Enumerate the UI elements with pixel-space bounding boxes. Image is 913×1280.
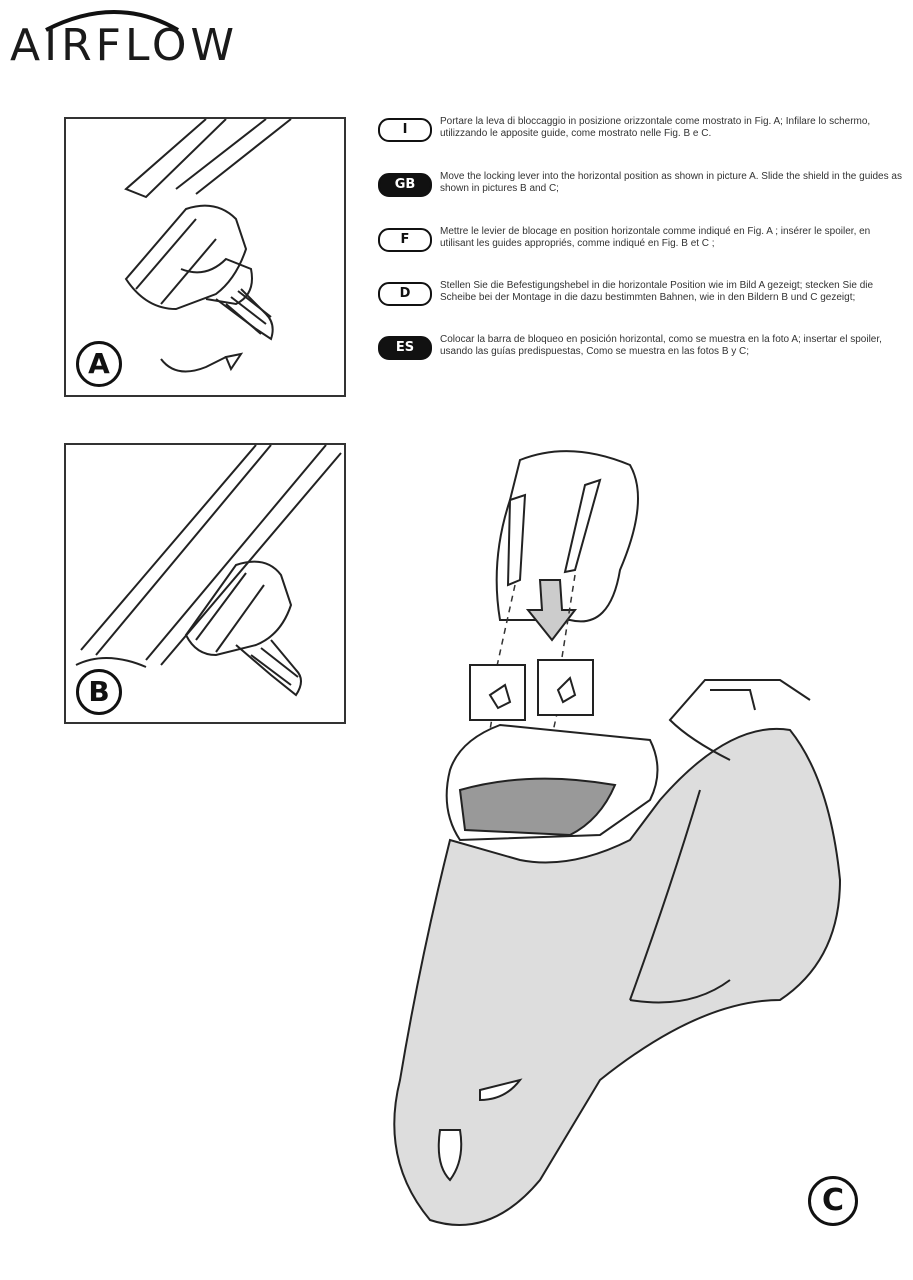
lang-badge-gb: GB	[378, 173, 432, 197]
lang-badge-de: D	[378, 282, 432, 306]
figure-panel-b: B	[64, 443, 346, 724]
lang-badge-es: ES	[378, 336, 432, 360]
panel-label-b: B	[76, 669, 122, 715]
figure-panel-a: A	[64, 117, 346, 397]
instruction-text-fr: Mettre le levier de blocage en position …	[440, 226, 871, 249]
instruction-text-gb: Move the locking lever into the horizont…	[440, 171, 902, 194]
instruction-text-de: Stellen Sie die Befestigungshebel in die…	[440, 280, 874, 303]
shield-slide-in-guide-illustration	[75, 445, 342, 697]
panel-label-a: A	[76, 341, 122, 387]
brand-name: AIRFLOW	[10, 20, 239, 71]
scooter-shield-assembly-illustration	[393, 450, 842, 1226]
instruction-text-es: Colocar la barra de bloqueo en posición …	[440, 334, 882, 357]
instruction-text-it: Portare la leva di bloccaggio in posizio…	[440, 116, 871, 139]
lang-badge-fr: F	[378, 228, 432, 252]
panel-label-c: C	[808, 1176, 858, 1226]
lang-badge-it: I	[378, 118, 432, 142]
figure-c-scooter-illustration	[370, 440, 910, 1245]
airflow-logo: AIRFLOW	[6, 0, 246, 72]
logo-swoosh-icon	[45, 10, 180, 32]
locking-lever-horizontal-illustration	[124, 119, 292, 373]
